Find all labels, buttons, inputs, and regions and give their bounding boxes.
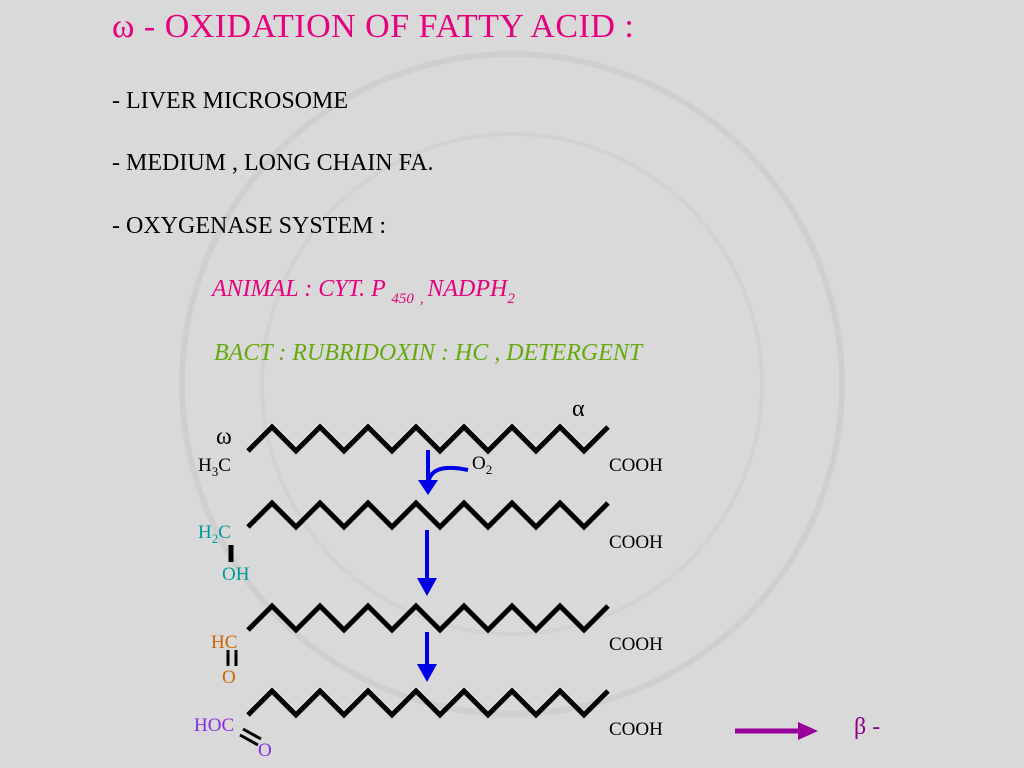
h3c-c: C <box>218 455 231 476</box>
carbon-chain-4 <box>246 687 610 719</box>
page-title: ω - OXIDATION OF FATTY ACID : <box>112 8 634 46</box>
cooh-label-4: COOH <box>609 719 663 740</box>
h3c-h: H <box>198 455 212 476</box>
bullet-medium-long-chain: - MEDIUM , LONG CHAIN FA. <box>112 150 434 176</box>
hc-label: HC <box>211 632 238 653</box>
p450-subscript: 450 <box>391 291 414 307</box>
arrow-down-2-head <box>417 578 437 596</box>
nadph-label: NADPH <box>427 276 508 302</box>
carbon-chain-2 <box>246 499 610 531</box>
animal-separator: , <box>419 291 428 307</box>
alpha-label: α <box>572 396 585 422</box>
animal-label: ANIMAL : CYT. P <box>212 276 386 302</box>
hoc-o-double-bond-b <box>242 727 262 741</box>
title-text: - OXIDATION OF FATTY ACID : <box>143 8 635 45</box>
beta-oxidation-arrowhead <box>798 722 818 740</box>
bullet-oxygenase-system: - OXYGENASE SYSTEM : <box>112 213 387 239</box>
nadph-subscript: 2 <box>507 291 515 307</box>
h2c-h: H <box>198 522 212 543</box>
carbon-chain-3 <box>246 602 610 634</box>
cooh-label-3: COOH <box>609 634 663 655</box>
arrow-down-3-head <box>417 664 437 682</box>
beta-oxidation-label: β - <box>854 714 881 740</box>
cooh-label-1: COOH <box>609 455 663 476</box>
o2-o: O <box>472 453 486 474</box>
cooh-label-2: COOH <box>609 532 663 553</box>
omega-label: ω <box>216 424 232 450</box>
o2-label: O2 <box>472 453 493 477</box>
h3c-sub: 3 <box>211 464 219 479</box>
h2c-sub: 2 <box>211 531 219 546</box>
h2c-c: C <box>218 522 231 543</box>
h3c-label: H3C <box>198 455 231 479</box>
animal-line: ANIMAL : CYT. P 450 , NADPH2 <box>212 276 515 307</box>
hoc-label: HOC <box>194 715 235 736</box>
bact-line: BACT : RUBRIDOXIN : HC , DETERGENT <box>214 340 643 366</box>
omega-symbol: ω <box>112 8 135 45</box>
hoc-o-double-bond-a <box>239 733 259 747</box>
o2-sub: 2 <box>485 462 493 477</box>
o-label-acid: O <box>258 740 272 761</box>
bullet-liver-microsome: - LIVER MICROSOME <box>112 88 349 114</box>
oxygen-arrowhead <box>418 480 438 495</box>
carbon-chain-1 <box>246 423 610 455</box>
o-label-aldehyde: O <box>222 667 236 688</box>
h2c-label: H2C <box>198 522 231 546</box>
oh-label: OH <box>222 564 250 585</box>
